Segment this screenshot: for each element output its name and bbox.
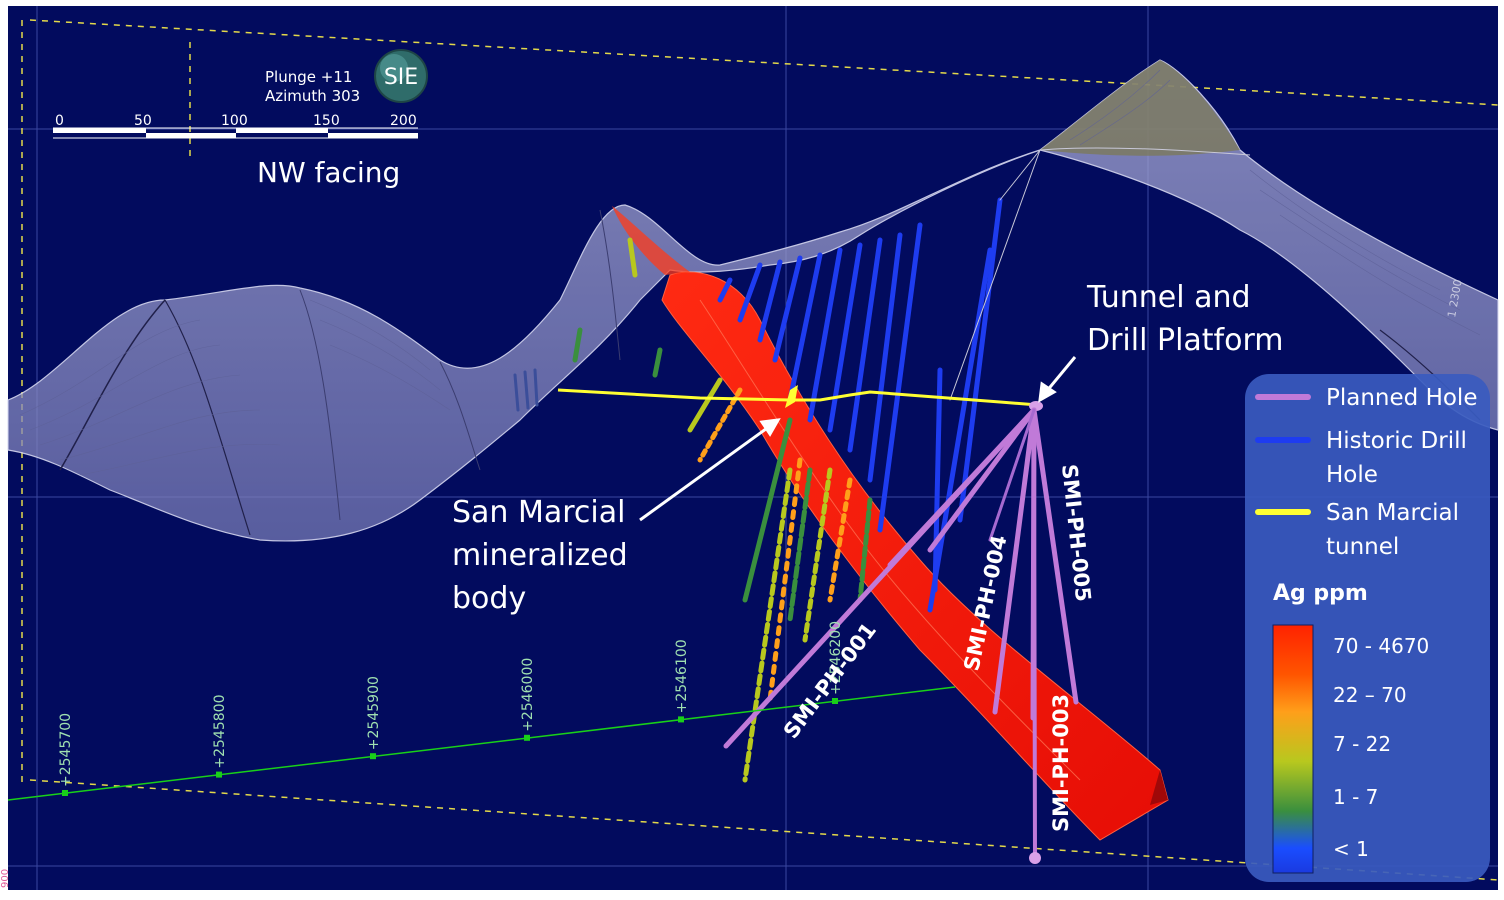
- legend-color-ramp: [1272, 624, 1314, 874]
- legend-label-historic-1: Historic Drill: [1326, 428, 1467, 454]
- northing-label: +2545800: [212, 695, 228, 769]
- northing-marker: [832, 698, 838, 704]
- planned-holes: [723, 407, 1079, 864]
- northing-labels: +2545700 +2545800 +2545900 +2546000 +2546100…: [58, 621, 844, 796]
- body-label-line3: body: [452, 581, 526, 616]
- legend-range-1: 70 - 4670: [1333, 634, 1429, 658]
- corner-coordinate-label: 900: [0, 869, 11, 888]
- northing-marker: [524, 734, 530, 741]
- northing-grid: [7, 686, 956, 801]
- northing-marker: [370, 753, 376, 760]
- hole-label-smi-ph-003: SMI-PH-003: [1049, 694, 1073, 832]
- legend-label-tunnel-2: tunnel: [1326, 534, 1399, 560]
- logo-text: SIE: [384, 65, 418, 90]
- legend-range-3: 7 - 22: [1333, 732, 1391, 756]
- tunnel-label-line2: Drill Platform: [1087, 323, 1284, 358]
- legend-scale-title: Ag ppm: [1273, 581, 1368, 606]
- scale-tick-100: 100: [221, 113, 248, 129]
- view-info: Plunge +11 Azimuth 303 NW facing: [257, 68, 400, 189]
- legend-label-planned: Planned Hole: [1326, 385, 1477, 411]
- scale-tick-150: 150: [313, 113, 340, 129]
- legend-panel: Planned Hole Historic Drill Hole San Mar…: [1245, 374, 1490, 882]
- scale-tick-50: 50: [134, 113, 152, 129]
- plunge-label: Plunge +11: [265, 68, 352, 86]
- facing-label: NW facing: [257, 156, 400, 189]
- northing-label: +2546200: [828, 621, 844, 695]
- northing-label: +2546100: [674, 639, 690, 713]
- northing-marker: [216, 771, 222, 778]
- annotation-arrows: [639, 356, 1077, 522]
- body-label-line2: mineralized: [452, 538, 628, 573]
- legend-label-tunnel-1: San Marcial: [1326, 500, 1459, 526]
- legend-range-4: 1 - 7: [1333, 785, 1378, 809]
- scale-bar: 0 50 100 150 200: [53, 113, 418, 139]
- northing-label: +2546000: [520, 658, 536, 732]
- scale-tick-200: 200: [390, 113, 417, 129]
- legend-label-historic-2: Hole: [1326, 462, 1378, 488]
- northing-marker: [678, 716, 684, 723]
- azimuth-label: Azimuth 303: [265, 87, 360, 105]
- northing-marker: [62, 790, 68, 796]
- legend-range-5: < 1: [1333, 837, 1369, 861]
- globe-logo: SIE: [374, 49, 428, 103]
- northing-label: +2545700: [58, 713, 74, 787]
- tunnel-label-line1: Tunnel and: [1086, 280, 1251, 315]
- san-marcial-mineralized-body: [612, 206, 1169, 841]
- terrain-surface: [7, 59, 1499, 542]
- annotation-labels: Tunnel and Drill Platform San Marcial mi…: [452, 280, 1284, 616]
- northing-label: +2545900: [366, 676, 382, 750]
- scale-tick-0: 0: [55, 113, 64, 129]
- body-label-line1: San Marcial: [452, 495, 625, 530]
- legend-range-2: 22 – 70: [1333, 683, 1407, 707]
- historic-drill-holes: [513, 149, 1041, 783]
